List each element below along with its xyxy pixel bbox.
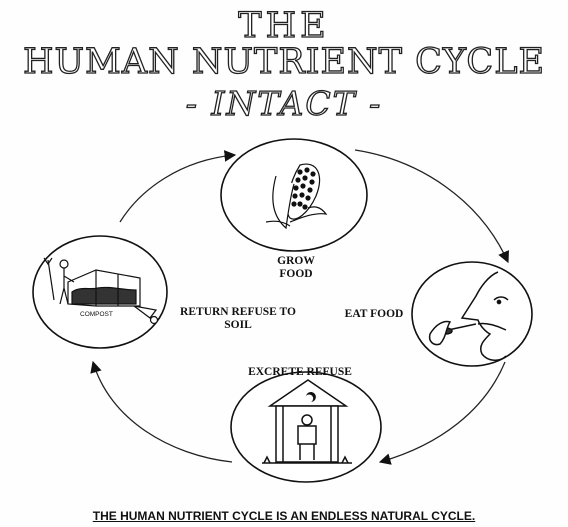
arrow-compost-to-grow: [120, 155, 235, 222]
label-eat-food: EAT FOOD: [334, 308, 414, 321]
arrow-eat-to-excrete: [380, 362, 505, 462]
label-grow-food: GROW FOOD: [276, 255, 316, 281]
footer-caption: THE HUMAN NUTRIENT CYCLE IS AN ENDLESS N…: [0, 509, 568, 523]
arrow-grow-to-eat: [355, 150, 508, 262]
label-excrete-refuse: EXCRETE REFUSE: [230, 366, 370, 379]
compost-sign: COMPOST: [80, 311, 113, 318]
arrow-excrete-to-compost: [93, 362, 232, 462]
eat-circle: [412, 262, 532, 366]
label-return-refuse: RETURN REFUSE TO SOIL: [178, 306, 298, 332]
